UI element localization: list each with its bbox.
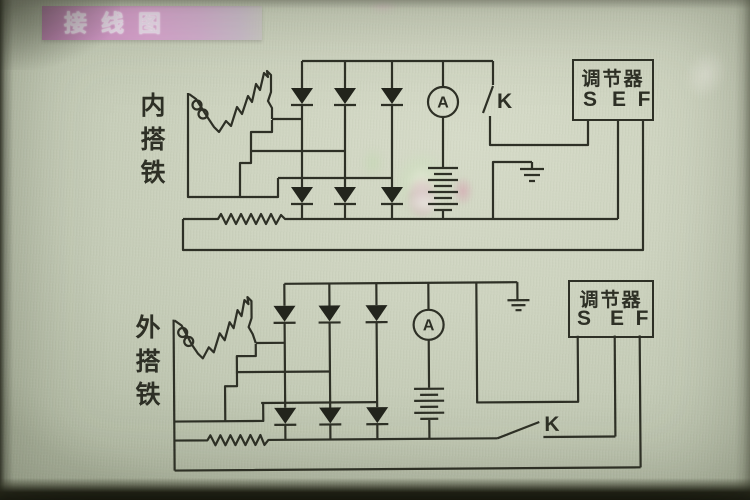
field-coil-and-ground-bus <box>174 433 498 447</box>
terminal-s-label: S <box>582 88 598 111</box>
regulator-title: 调节器 <box>581 69 645 90</box>
terminal-f-label: F <box>635 307 649 330</box>
top-diagram-label: 内搭铁 <box>140 92 166 187</box>
switch-label: K <box>544 413 559 436</box>
regulator-box-top: 调节器 S E F <box>572 59 654 121</box>
terminal-e-label: E <box>611 88 627 111</box>
terminal-s-wire <box>475 282 580 404</box>
bottom-diagram-label: 外搭铁 <box>135 314 161 409</box>
ammeter-label: A <box>437 95 449 112</box>
phase-lead-wires <box>251 117 392 180</box>
phase-lead-wires <box>235 341 378 405</box>
rectifier-diodes <box>273 283 389 440</box>
terminal-s-label: S <box>576 307 592 330</box>
positive-bus-wire <box>284 281 518 285</box>
regulator-box-bottom: 调节器 S E F <box>568 280 654 338</box>
top-diagram-circuit: A K <box>181 59 645 252</box>
stator-winding-icon <box>186 69 280 199</box>
terminal-f-label: F <box>637 88 651 111</box>
terminal-e-label: E <box>609 307 625 330</box>
field-coil-and-ground-bus <box>183 212 618 226</box>
switch-icon: K <box>481 61 590 147</box>
ground-icon <box>507 282 530 312</box>
stator-winding-icon <box>172 295 265 471</box>
terminal-e-wire <box>613 335 617 437</box>
ammeter-icon: A <box>412 282 445 388</box>
ammeter-icon: A <box>426 61 460 167</box>
field-return-loop-wire <box>174 335 642 472</box>
switch-label: K <box>497 90 512 113</box>
bottom-diagram-circuit: A K <box>172 281 642 472</box>
field-return-loop-wire <box>181 121 645 252</box>
regulator-title: 调节器 <box>579 290 643 311</box>
battery-icon <box>428 166 458 219</box>
ground-icon <box>491 160 544 219</box>
switch-icon: K <box>497 413 616 440</box>
battery-icon <box>414 387 445 439</box>
ammeter-label: A <box>423 317 435 334</box>
rectifier-diodes <box>291 61 403 219</box>
